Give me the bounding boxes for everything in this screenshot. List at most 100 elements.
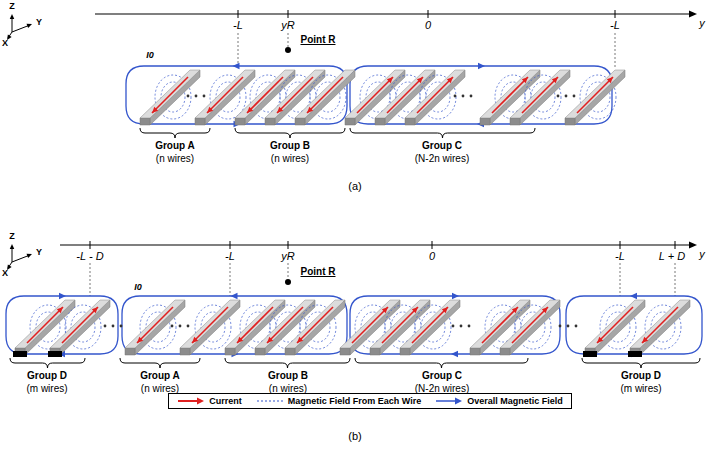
axis-label: yR: [281, 19, 294, 32]
arrow-head: [387, 77, 393, 83]
wire: [150, 70, 200, 125]
axis-label: -L: [225, 250, 235, 263]
arrow-head: [412, 307, 418, 313]
wire: [180, 348, 190, 355]
panel-label: (a): [348, 180, 361, 193]
arrow-head: [642, 337, 648, 343]
arrow-head: [27, 254, 32, 258]
group-label: Group D: [27, 370, 67, 382]
wire: [400, 300, 460, 348]
axis-tick: [230, 241, 231, 249]
wire: [340, 348, 350, 355]
wire-terminal: [48, 351, 62, 357]
arrow-head: [231, 293, 238, 299]
axis-tick: [90, 241, 91, 249]
legend-sample: [256, 396, 284, 406]
current-arrow: [597, 307, 633, 343]
arrow-head: [689, 241, 697, 248]
wire: [575, 70, 625, 125]
group-label: Group A: [140, 370, 180, 382]
guide-line: [620, 263, 621, 296]
wire: [345, 118, 355, 125]
axis-label: yR: [281, 250, 294, 263]
arrow-head: [522, 77, 528, 83]
ellipsis-dot: [187, 325, 190, 328]
arrow-head: [512, 307, 518, 313]
axis-tick: [615, 10, 616, 18]
current-arrow: [62, 307, 98, 343]
group-count: (m wires): [26, 383, 67, 395]
current-arrow: [412, 307, 448, 343]
arrow-head: [57, 307, 63, 313]
wire: [195, 118, 205, 125]
group-brace: [350, 128, 535, 138]
group-brace: [225, 358, 350, 368]
wire-terminal: [628, 351, 642, 357]
axis-tick: [288, 241, 289, 249]
wire: [265, 118, 275, 125]
axis-label: 0: [425, 19, 431, 32]
legend-sample: [455, 398, 462, 405]
wire: [510, 70, 570, 118]
group-label: Group C: [422, 370, 462, 382]
current-arrow: [642, 307, 678, 343]
wire: [400, 348, 410, 355]
wire: [470, 348, 480, 355]
ellipsis-dot: [112, 325, 115, 328]
group-count: (n wires): [156, 153, 194, 165]
legend-text: Magnetic Field From Each Wire: [288, 396, 421, 406]
group-brace: [10, 358, 85, 368]
overall-field: [350, 296, 560, 354]
wire: [520, 70, 570, 125]
group-label: Group A: [155, 140, 195, 152]
wire: [500, 300, 560, 348]
ellipsis-dot: [575, 325, 578, 328]
wire: [375, 118, 385, 125]
wire: [125, 300, 185, 348]
legend-sample: [436, 400, 456, 402]
arrow-head: [267, 337, 273, 343]
ellipsis-dot: [462, 95, 465, 98]
current-arrow: [417, 77, 453, 113]
arrow-head: [478, 63, 485, 69]
point-r: [285, 279, 291, 285]
ellipsis-dot: [195, 95, 198, 98]
ellipsis-dot: [470, 95, 473, 98]
arrow-head: [307, 107, 313, 113]
axis-name: X: [2, 268, 8, 278]
axis-label: -L - D: [76, 250, 103, 263]
overall-field: [122, 296, 347, 354]
arrow-head: [452, 293, 459, 299]
ellipsis-dot: [452, 325, 455, 328]
group-brace: [355, 358, 528, 368]
current-arrow: [577, 77, 613, 113]
ellipsis-dot: [454, 95, 457, 98]
group-label: Group B: [268, 370, 308, 382]
wire: [140, 70, 200, 118]
current-label: I0: [134, 282, 142, 292]
group-label: Group D: [621, 370, 661, 382]
current-arrow: [512, 307, 548, 343]
ellipsis-dot: [203, 95, 206, 98]
wire: [285, 300, 345, 348]
legend-sample: [177, 396, 205, 406]
current-arrow: [297, 307, 333, 343]
axis-tick: [620, 241, 621, 249]
point-label: Point R: [301, 34, 336, 46]
axis-name: Z: [9, 231, 15, 241]
current-arrow: [192, 307, 228, 343]
arrow-head: [451, 351, 458, 357]
arrow-head: [237, 337, 243, 343]
group-count: (m wires): [620, 383, 661, 395]
wire: [480, 118, 490, 125]
arrow-head: [10, 14, 15, 19]
y-axis: [95, 13, 690, 14]
overall-field: [566, 296, 702, 354]
current-arrow: [27, 307, 63, 343]
wire: [255, 348, 265, 355]
arrow-head: [233, 63, 240, 69]
wire: [370, 348, 380, 355]
legend: CurrentMagnetic Field From Each WireOver…: [168, 393, 572, 409]
arrow-head: [552, 77, 558, 83]
